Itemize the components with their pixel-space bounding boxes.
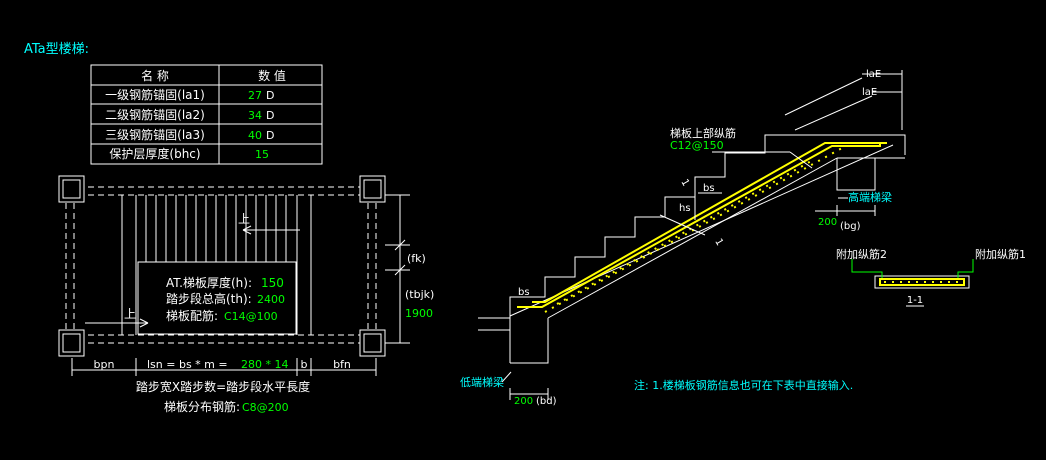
- stair-treads: [145, 195, 287, 262]
- bd-value[interactable]: 200: [514, 396, 533, 407]
- plan-info-box: [137, 261, 297, 335]
- b-label: b: [301, 358, 308, 371]
- bg-label: (bg): [840, 221, 861, 232]
- bg-value[interactable]: 200: [818, 217, 837, 228]
- cross-section-detail: 附加纵筋2 附加纵筋1 1-1: [836, 247, 1026, 307]
- rebar-label: 梯板配筋:: [166, 308, 218, 323]
- drawing-title: ATa型楼梯:: [24, 42, 89, 57]
- thickness-label: AT.梯板厚度(h):: [166, 275, 252, 290]
- fk-label: (fk): [407, 252, 426, 265]
- table-row-name: 三级钢筋锚固(la3): [105, 127, 205, 142]
- bs-label: bs: [518, 287, 530, 298]
- dist-rebar-label: 梯板分布钢筋:: [164, 399, 240, 414]
- table-border: [90, 64, 323, 165]
- height-label: 踏步段总高(th):: [166, 291, 252, 306]
- column-top-right: [359, 175, 386, 203]
- extra-rebar-1-label: 附加纵筋1: [975, 247, 1026, 261]
- top-rebar: [517, 142, 881, 308]
- rebar-value[interactable]: C14@100: [224, 310, 278, 323]
- slab-bottom-line: [547, 157, 838, 319]
- table-row-name: 一级钢筋锚固(la1): [105, 87, 205, 102]
- dist-rebar-value[interactable]: C8@200: [242, 401, 289, 414]
- bs-label: bs: [703, 183, 715, 194]
- top-rebar-value[interactable]: C12@150: [670, 139, 724, 152]
- section-mark: 1: [712, 237, 725, 248]
- bd-label: (bd): [536, 396, 557, 407]
- lsn-value[interactable]: 280 * 14: [241, 358, 289, 371]
- table-row-value[interactable]: 40: [248, 129, 262, 142]
- tread-formula: 踏步宽X踏步数=踏步段水平長度: [136, 379, 310, 394]
- table-row-unit: D: [266, 109, 274, 122]
- extra-rebar-2-label: 附加纵筋2: [836, 247, 887, 261]
- bfn-label: bfn: [333, 358, 351, 371]
- lae-label-2: laE: [862, 87, 877, 98]
- thickness-value[interactable]: 150: [261, 276, 284, 290]
- tbjk-value[interactable]: 1900: [405, 307, 433, 320]
- parameter-table: 名 称 数 值 一级钢筋锚固(la1) 27 D 二级钢筋锚固(la2) 34 …: [90, 64, 323, 165]
- table-row-name: 保护层厚度(bhc): [109, 146, 200, 161]
- height-value[interactable]: 2400: [257, 293, 285, 306]
- low-beam-label: 低端梯梁: [460, 375, 504, 389]
- hs-label: hs: [679, 203, 691, 214]
- table-header-value: 数 值: [258, 68, 286, 83]
- section-1-1-label: 1-1: [907, 295, 923, 306]
- note-text: 注: 1.楼梯板钢筋信息也可在下表中直接输入.: [634, 378, 853, 392]
- table-row-value[interactable]: 27: [248, 89, 262, 102]
- column-top-left: [58, 175, 85, 203]
- table-row-name: 二级钢筋锚固(la2): [105, 107, 205, 122]
- stair-section-view: 梯板上部纵筋 C12@150 laE laE 高端梯梁 200 (bg) bs …: [460, 69, 906, 407]
- up-arrow-label: 上: [238, 212, 250, 226]
- column-bottom-left: [58, 329, 85, 357]
- lsn-label: lsn = bs * m =: [147, 358, 228, 371]
- table-header-name: 名 称: [141, 68, 169, 83]
- stair-plan-view: 上 上 AT.梯板厚度(h): 150 踏步段总高(th): 2400 梯板配筋…: [58, 175, 434, 414]
- lae-label: laE: [866, 69, 881, 80]
- bpn-label: bpn: [94, 358, 115, 371]
- table-row-unit: D: [266, 89, 274, 102]
- high-beam: [836, 158, 876, 191]
- high-beam-label: 高端梯梁: [848, 190, 892, 204]
- top-rebar-label: 梯板上部纵筋: [670, 126, 736, 140]
- cross-section-outline: [874, 275, 970, 289]
- tbjk-label: (tbjk): [405, 288, 434, 301]
- table-row-value[interactable]: 34: [248, 109, 262, 122]
- section-mark: 1: [678, 177, 691, 188]
- table-row-value[interactable]: 15: [255, 148, 269, 161]
- table-row-unit: D: [266, 129, 274, 142]
- up-arrow-label: 上: [124, 307, 136, 321]
- low-beam: [510, 318, 549, 364]
